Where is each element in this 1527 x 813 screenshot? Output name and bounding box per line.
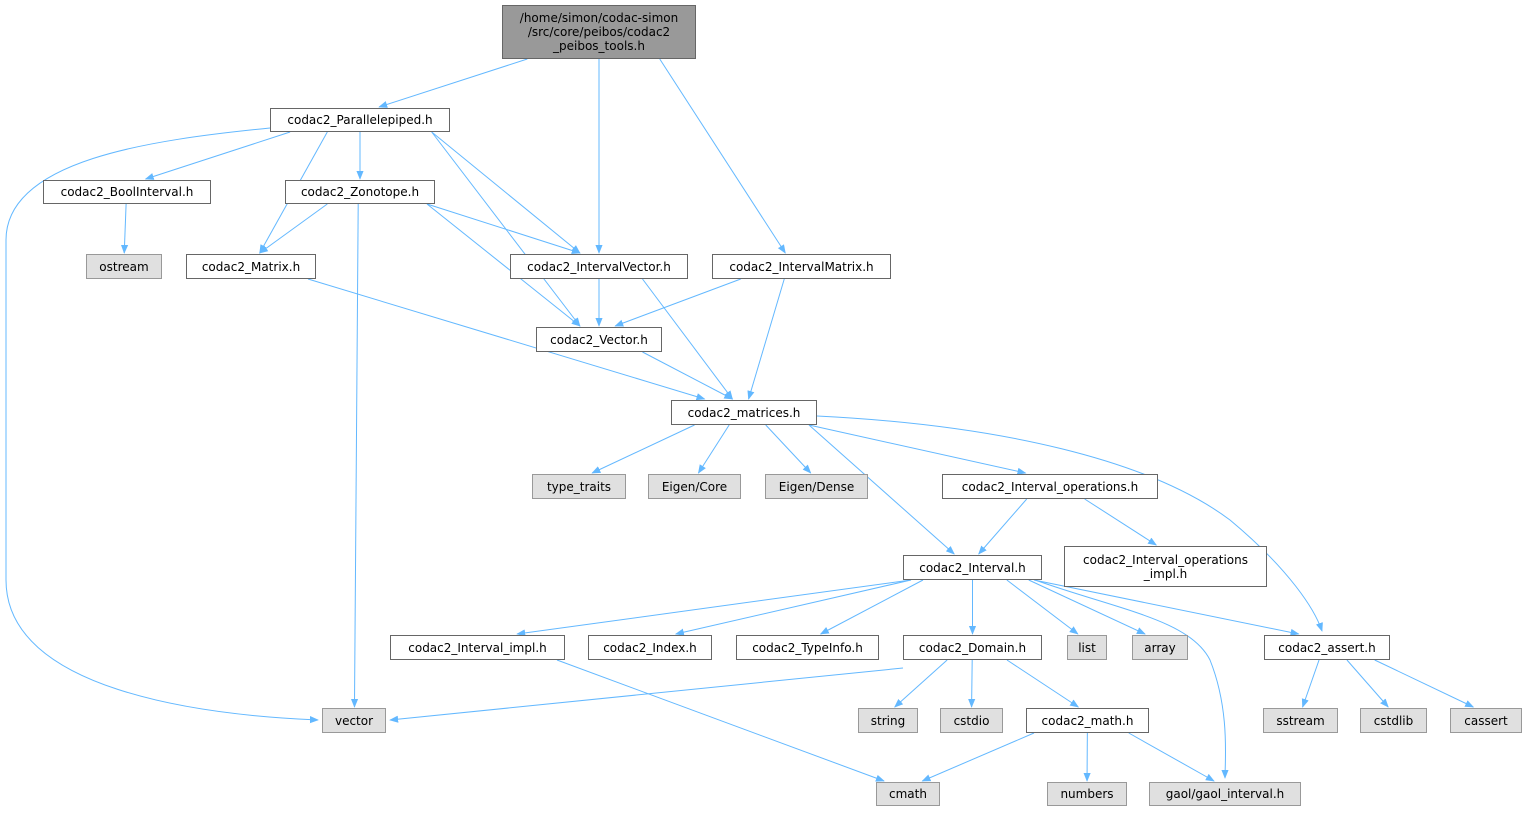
edge-interval-to-interval_impl bbox=[516, 579, 912, 637]
edge-domain-to-vector bbox=[389, 667, 904, 723]
node-matrices[interactable]: codac2_matrices.h bbox=[671, 400, 817, 425]
edge-vectorh-to-matrices bbox=[642, 351, 734, 400]
edge-interval-to-typeinfo bbox=[819, 579, 924, 635]
node-eigen-dense: Eigen/Dense bbox=[765, 474, 868, 499]
edge-assert-to-cstdlib bbox=[1346, 659, 1389, 708]
node-typeinfo[interactable]: codac2_TypeInfo.h bbox=[736, 635, 879, 660]
edge-domain-to-math bbox=[1006, 659, 1080, 708]
node-domain[interactable]: codac2_Domain.h bbox=[903, 635, 1042, 660]
edge-boolinterval-to-ostream bbox=[120, 203, 129, 254]
edge-assert-to-cassert bbox=[1374, 659, 1475, 708]
node-array: array bbox=[1132, 635, 1188, 660]
edge-domain-to-string bbox=[894, 659, 948, 708]
node-intervalmatrix[interactable]: codac2_IntervalMatrix.h bbox=[712, 254, 891, 279]
edge-interval-to-list bbox=[1006, 579, 1079, 635]
node-vectorh[interactable]: codac2_Vector.h bbox=[536, 327, 662, 352]
edge-matrices-to-assert bbox=[816, 415, 1323, 632]
node-cstdio: cstdio bbox=[940, 708, 1003, 733]
node-math[interactable]: codac2_math.h bbox=[1026, 708, 1149, 733]
edge-interval-to-assert bbox=[1033, 579, 1300, 636]
edge-interval-to-gaol bbox=[1034, 579, 1229, 779]
node-cassert: cassert bbox=[1450, 708, 1522, 733]
node-matrix[interactable]: codac2_Matrix.h bbox=[186, 254, 316, 279]
edge-matrices-to-eigen_dense bbox=[765, 424, 812, 474]
node-boolinterval[interactable]: codac2_BoolInterval.h bbox=[43, 180, 211, 204]
node-numbers: numbers bbox=[1047, 782, 1127, 806]
edge-matrices-to-interval bbox=[808, 424, 955, 555]
edge-matrices-to-interval_ops bbox=[808, 424, 1027, 475]
edge-parallelepiped-to-intervalvector bbox=[431, 131, 581, 254]
node-gaol: gaol/gaol_interval.h bbox=[1149, 782, 1301, 806]
edge-intervalvector-to-matrices bbox=[642, 278, 733, 400]
edge-assert-to-sstream bbox=[1301, 659, 1320, 708]
node-cmath: cmath bbox=[876, 782, 940, 806]
edge-interval-to-array bbox=[1028, 579, 1146, 635]
edge-matrix-to-matrices bbox=[307, 278, 706, 401]
edge-matrices-to-eigen_core bbox=[697, 424, 730, 474]
node-intervalvector[interactable]: codac2_IntervalVector.h bbox=[510, 254, 688, 279]
node-parallelepiped[interactable]: codac2_Parallelepiped.h bbox=[270, 108, 450, 132]
node-eigen-core: Eigen/Core bbox=[648, 474, 741, 499]
edge-interval_ops-to-interval bbox=[978, 498, 1028, 555]
node-string: string bbox=[858, 708, 918, 733]
edge-math-to-gaol bbox=[1128, 732, 1215, 782]
edge-root-to-parallelepiped bbox=[378, 58, 528, 108]
node-type-traits: type_traits bbox=[532, 474, 626, 499]
edge-intervalmatrix-to-vectorh bbox=[614, 278, 741, 327]
edge-root-to-intervalmatrix bbox=[659, 58, 786, 254]
edge-parallelepiped-to-boolinterval bbox=[144, 131, 291, 180]
edge-zonotope-to-intervalvector bbox=[426, 203, 581, 254]
edge-intervalmatrix-to-matrices bbox=[747, 278, 785, 400]
node-sstream: sstream bbox=[1263, 708, 1338, 733]
edge-math-to-cmath bbox=[921, 732, 1035, 782]
edge-interval-to-index bbox=[674, 579, 912, 636]
edge-parallelepiped-to-vector bbox=[5, 127, 319, 724]
node-assert[interactable]: codac2_assert.h bbox=[1264, 635, 1390, 660]
node-cstdlib: cstdlib bbox=[1360, 708, 1427, 733]
node-interval[interactable]: codac2_Interval.h bbox=[903, 555, 1042, 580]
node-list: list bbox=[1067, 635, 1107, 660]
edge-zonotope-to-matrix bbox=[258, 203, 328, 254]
edge-matrices-to-type_traits bbox=[591, 424, 695, 474]
node-interval-impl[interactable]: codac2_Interval_impl.h bbox=[390, 635, 565, 660]
node-vector: vector bbox=[322, 708, 386, 733]
edge-domain-to-cstdio bbox=[968, 659, 976, 708]
edge-zonotope-to-vector bbox=[350, 203, 359, 708]
node-zonotope[interactable]: codac2_Zonotope.h bbox=[285, 180, 435, 204]
edge-zonotope-to-vectorh bbox=[426, 203, 581, 327]
node-index[interactable]: codac2_Index.h bbox=[588, 635, 712, 660]
edge-interval_impl-to-cmath bbox=[556, 659, 885, 782]
node-interval-ops-impl[interactable]: codac2_Interval_operations _impl.h bbox=[1064, 546, 1267, 587]
edge-interval_ops-to-interval_ops_impl bbox=[1084, 498, 1158, 546]
node-root: /home/simon/codac-simon /src/core/peibos… bbox=[502, 5, 696, 59]
node-ostream: ostream bbox=[86, 254, 162, 279]
node-interval-ops[interactable]: codac2_Interval_operations.h bbox=[942, 474, 1158, 499]
